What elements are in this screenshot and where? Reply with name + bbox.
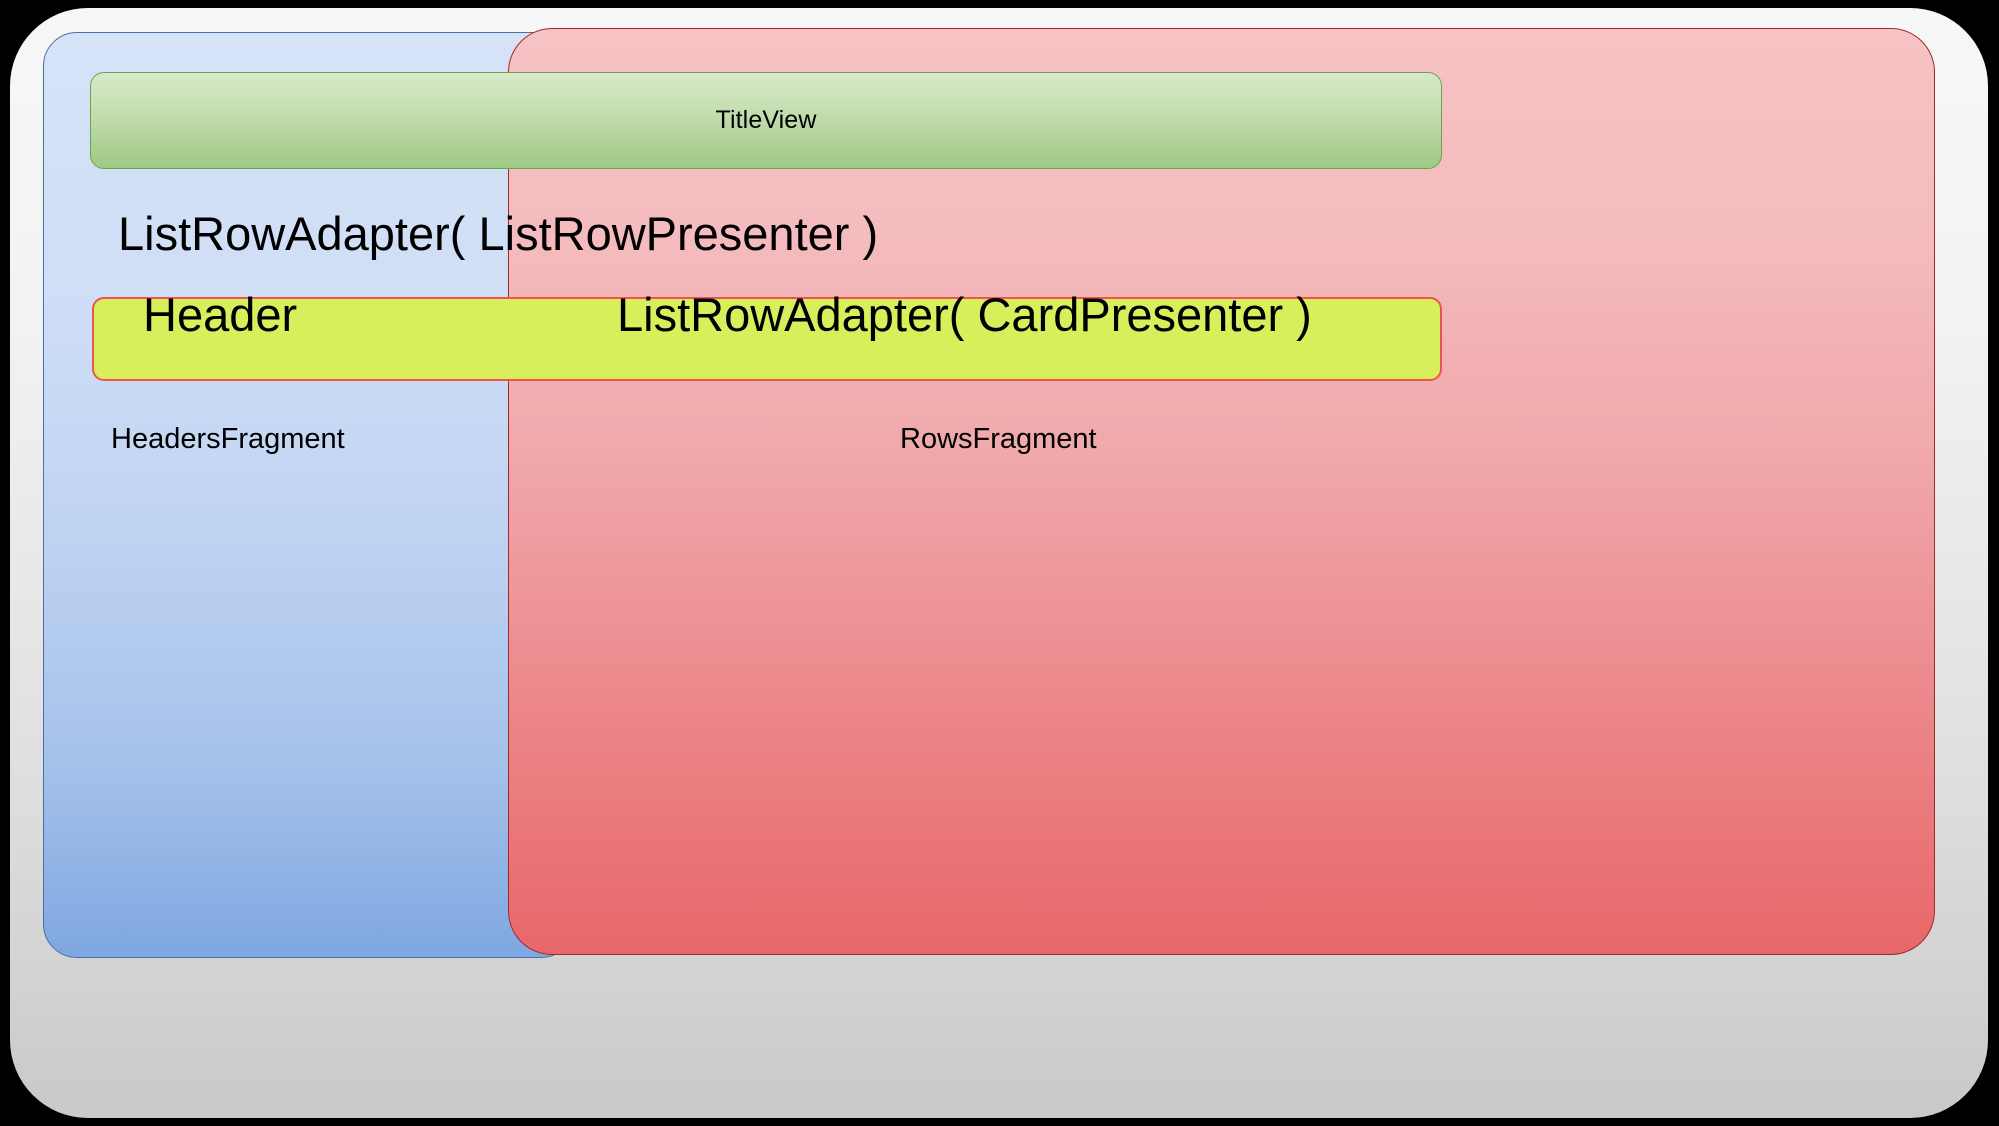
label-headers-fragment: HeadersFragment bbox=[111, 423, 345, 455]
adapter-card-box[interactable] bbox=[92, 297, 1442, 381]
label-list-row-adapter-card-presenter: ListRowAdapter( CardPresenter ) bbox=[617, 288, 1312, 341]
label-rows-fragment: RowsFragment bbox=[900, 423, 1097, 455]
label-list-row-adapter-list-row-presenter: ListRowAdapter( ListRowPresenter ) bbox=[118, 207, 879, 260]
title-view-label: TitleView bbox=[715, 106, 817, 134]
panel-headers-fragment[interactable] bbox=[43, 32, 575, 958]
title-view-box[interactable]: TitleView bbox=[90, 72, 1442, 169]
panel-rows-fragment[interactable] bbox=[508, 28, 1935, 955]
label-header: Header bbox=[143, 288, 298, 341]
